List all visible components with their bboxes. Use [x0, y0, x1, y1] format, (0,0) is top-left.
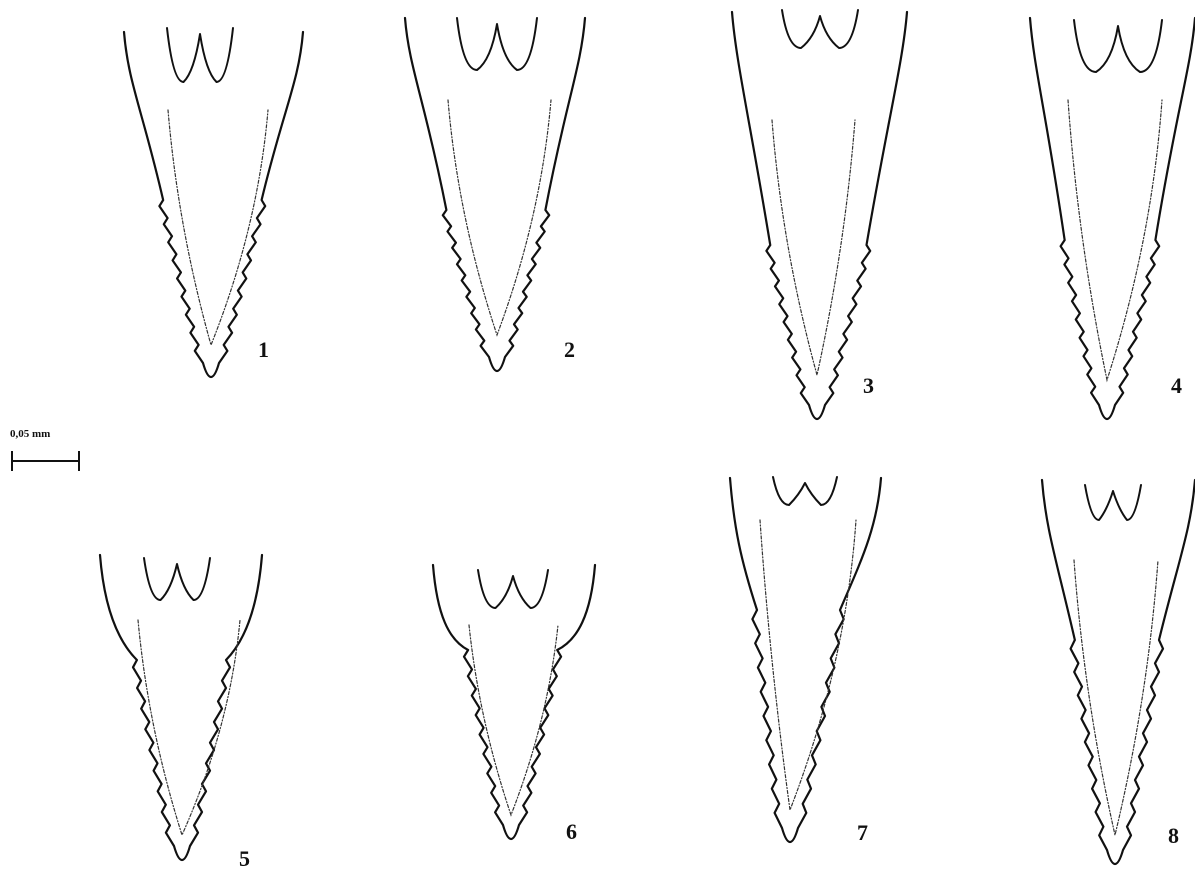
tooth-inner-line: [167, 109, 269, 347]
tooth-inner-line: [1067, 99, 1163, 383]
tooth-figure-1: [122, 27, 305, 379]
tooth-outline: [1028, 16, 1195, 421]
tooth-figure-5: [98, 553, 264, 862]
tooth-cusp: [1073, 19, 1163, 73]
tooth-figure-3: [730, 9, 909, 421]
tooth-outline: [728, 476, 883, 844]
tooth-cusp: [166, 27, 234, 83]
tooth-outline: [403, 16, 587, 373]
tooth-inner-line: [447, 99, 552, 337]
scale-bar: 0,05 mm: [10, 428, 80, 471]
figure-number-5: 5: [239, 846, 250, 870]
tooth-figure-7: [728, 476, 883, 844]
figure-number-4: 4: [1171, 373, 1182, 398]
tooth-outline: [431, 563, 597, 841]
tooth-inner-line: [759, 519, 857, 813]
scale-bar-label: 0,05 mm: [10, 428, 50, 440]
tooth-figure-4: [1028, 16, 1195, 421]
figure-number-1: 1: [258, 337, 269, 362]
figures-layer: [98, 9, 1195, 866]
tooth-inner-line: [137, 619, 241, 837]
tooth-outline: [730, 10, 909, 421]
tooth-cusp: [456, 17, 538, 71]
tooth-inner-line: [1073, 559, 1159, 836]
figure-number-7: 7: [857, 820, 868, 845]
tooth-inner-line: [771, 119, 856, 376]
tooth-figure-2: [403, 16, 587, 373]
figure-number-6: 6: [566, 819, 577, 844]
tooth-cusp: [477, 569, 549, 609]
figure-number-3: 3: [863, 373, 874, 398]
tooth-inner-line: [468, 624, 559, 817]
tooth-outline: [122, 30, 305, 379]
tooth-figure-8: [1040, 478, 1195, 866]
figure-number-8: 8: [1168, 823, 1179, 848]
tooth-cusp: [143, 557, 211, 601]
tooth-outline: [98, 553, 264, 862]
figure-number-2: 2: [564, 337, 575, 362]
figure-labels: 1 2 3 4 5 6 7 8: [239, 337, 1182, 870]
tooth-cusp: [1084, 484, 1142, 521]
tooth-cusp: [781, 9, 859, 49]
tooth-cusp: [772, 476, 838, 506]
tooth-outline: [1040, 478, 1195, 866]
tooth-figure-6: [431, 563, 597, 841]
